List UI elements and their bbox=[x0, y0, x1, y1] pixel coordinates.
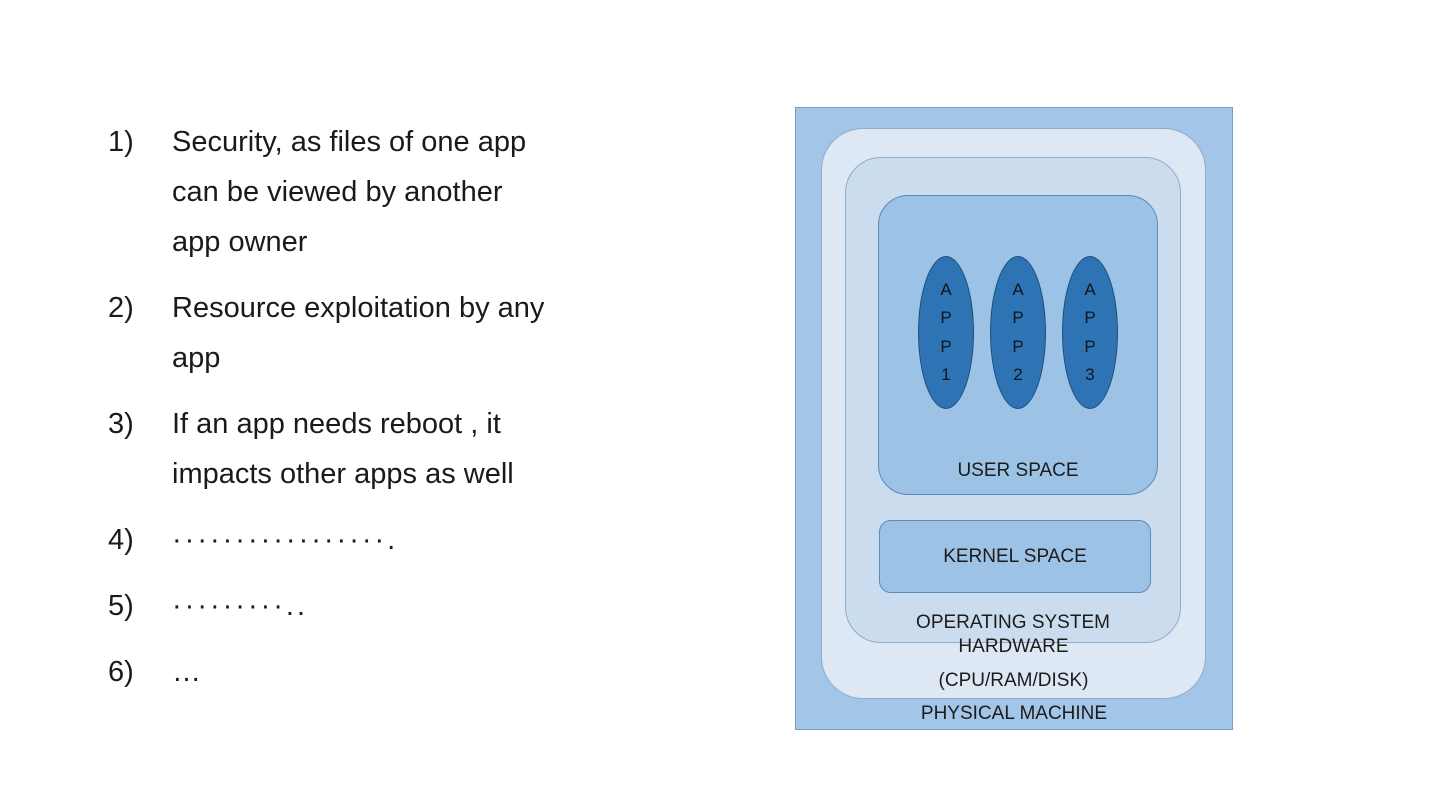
issues-list: 1) Security, as files of one app can be … bbox=[108, 117, 728, 713]
app3-label: A P P 3 bbox=[1084, 280, 1096, 384]
app2-label: A P P 2 bbox=[1012, 280, 1024, 384]
list-item-number: 2) bbox=[108, 292, 134, 324]
list-item-text: If an app needs reboot , it impacts othe… bbox=[172, 408, 514, 490]
list-item: 1) Security, as files of one app can be … bbox=[108, 117, 728, 267]
hardware-label-line2: (CPU/RAM/DISK) bbox=[938, 670, 1089, 691]
list-item-text: Security, as files of one app can be vie… bbox=[172, 126, 527, 258]
app3-ellipse: A P P 3 bbox=[1062, 256, 1118, 409]
list-item: 5) ·········.. bbox=[108, 581, 728, 631]
virtualization-diagram: A P P 1 A P P 2 A P P 3 USER SPACE bbox=[795, 107, 1233, 730]
list-item: 4) ·················. bbox=[108, 515, 728, 565]
apps-group: A P P 1 A P P 2 A P P 3 bbox=[879, 256, 1157, 409]
app1-label: A P P 1 bbox=[940, 280, 952, 384]
app2-ellipse: A P P 2 bbox=[990, 256, 1046, 409]
list-item-text: ·········.. bbox=[172, 590, 309, 622]
app1-ellipse: A P P 1 bbox=[918, 256, 974, 409]
list-item: 6) … bbox=[108, 647, 728, 697]
physical-machine-label: PHYSICAL MACHINE bbox=[920, 703, 1108, 724]
list-item-number: 3) bbox=[108, 408, 134, 440]
hardware-label: HARDWARE (CPU/RAM/DISK) bbox=[822, 630, 1205, 698]
list-item-text: Resource exploitation by any app bbox=[172, 292, 545, 374]
hardware-label-line1: HARDWARE bbox=[958, 636, 1069, 657]
user-space-box: A P P 1 A P P 2 A P P 3 USER SPACE bbox=[878, 195, 1158, 495]
operating-system-layer: A P P 1 A P P 2 A P P 3 USER SPACE bbox=[845, 157, 1181, 643]
list-item-number: 6) bbox=[108, 656, 134, 688]
list-item-number: 4) bbox=[108, 524, 134, 556]
list-item: 2) Resource exploitation by any app bbox=[108, 283, 728, 383]
list-item-number: 1) bbox=[108, 126, 134, 158]
kernel-space-box: KERNEL SPACE bbox=[879, 520, 1151, 593]
list-item: 3) If an app needs reboot , it impacts o… bbox=[108, 399, 728, 499]
hardware-layer: A P P 1 A P P 2 A P P 3 USER SPACE bbox=[821, 128, 1206, 699]
physical-machine-layer: A P P 1 A P P 2 A P P 3 USER SPACE bbox=[795, 107, 1233, 730]
list-item-text: … bbox=[172, 656, 201, 688]
list-item-text: ·················. bbox=[172, 524, 399, 556]
user-space-label: USER SPACE bbox=[957, 460, 1079, 481]
operating-system-label: OPERATING SYSTEM bbox=[916, 612, 1110, 633]
list-item-number: 5) bbox=[108, 590, 134, 622]
kernel-space-label: KERNEL SPACE bbox=[943, 545, 1087, 567]
